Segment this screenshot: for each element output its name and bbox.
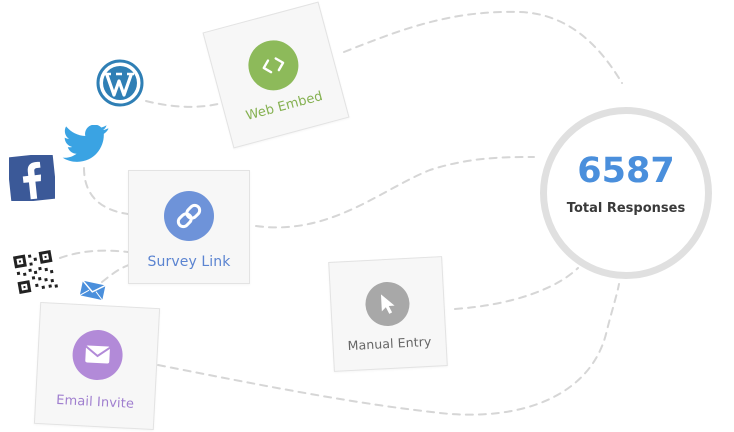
wordpress-icon <box>96 59 144 111</box>
connector-mail-to-survey-link <box>101 264 130 283</box>
total-responses-label: Total Responses <box>566 201 686 216</box>
connector-survey-link-to-total <box>255 156 535 229</box>
connector-manual-entry-to-total <box>454 267 579 310</box>
link-icon <box>164 191 214 241</box>
cursor-icon <box>364 280 411 328</box>
manual-entry-card: Manual Entry <box>328 256 448 372</box>
web-embed-label: Web Embed <box>244 88 325 124</box>
web-embed-card: Web Embed <box>202 1 350 149</box>
envelope-icon <box>71 328 124 382</box>
email-invite-label: Email Invite <box>55 392 135 412</box>
connector-email-invite-to-total <box>157 283 620 416</box>
envelope-icon <box>79 280 107 306</box>
manual-entry-label: Manual Entry <box>347 333 432 354</box>
email-invite-card: Email Invite <box>33 301 161 431</box>
qr-code-icon <box>12 249 58 299</box>
connector-wordpress-to-web-embed <box>145 100 219 108</box>
total-responses-value: 6587 <box>577 151 675 191</box>
code-icon <box>242 34 305 96</box>
facebook-icon <box>7 153 57 205</box>
survey-link-card: Survey Link <box>128 170 250 284</box>
connector-twitter-to-survey-link <box>83 167 129 215</box>
twitter-icon <box>62 124 112 171</box>
connector-qr-to-survey-link <box>59 249 129 259</box>
survey-link-label: Survey Link <box>147 254 231 270</box>
connector-web-embed-to-total <box>343 10 623 84</box>
total-responses-circle: 6587 Total Responses <box>540 107 712 279</box>
